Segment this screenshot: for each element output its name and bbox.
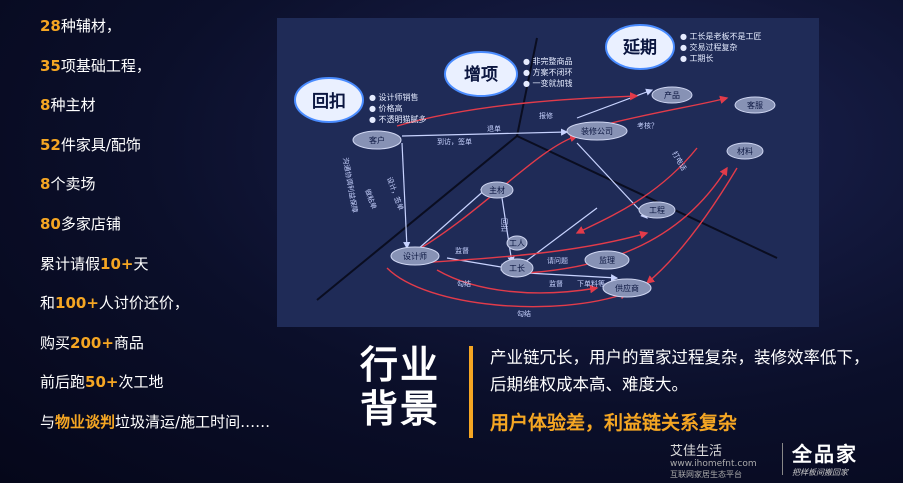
stat-item: 前后跑50+次工地 (40, 374, 320, 390)
stat-item: 累计请假10+天 (40, 256, 320, 272)
bubble-label-zengxiang: 增项 (464, 64, 498, 85)
stat-text: 个卖场 (50, 175, 96, 194)
stat-item: 和100+人讨价还价， (40, 295, 320, 311)
quanpinjia-logo: 全品家 把样板间搬回家 (792, 438, 902, 478)
edge-label-4: 沟通协调利益保障 (341, 157, 360, 214)
bubble-item-huikou-0: ● 设计师销售 (369, 92, 419, 102)
bubble-label-yanqi: 延期 (622, 37, 657, 58)
quanpinjia-logo-slogan: 把样板间搬回家 (792, 468, 848, 477)
stat-prefix: 和 (40, 294, 56, 313)
ihome-logo-name: 艾佳生活 (670, 444, 723, 459)
stat-number: 物业谈判 (55, 412, 116, 431)
bubble-item-zengxiang-1: ● 方案不闭环 (523, 67, 573, 77)
stat-number: 80 (40, 214, 61, 233)
stat-number: 50+ (85, 373, 119, 392)
quanpinjia-logo-name: 全品家 (792, 442, 858, 466)
node-label-4: 设计师 (403, 251, 427, 261)
stat-number: 28 (40, 17, 61, 35)
stat-text: 多家店铺 (60, 214, 121, 233)
stat-text: 种主材 (50, 96, 96, 115)
ihome-logo-url: www.ihomefnt.com (670, 459, 757, 469)
edge-label-7: 回扣 (500, 218, 509, 232)
node-label-2: 产品 (664, 90, 680, 100)
diagram-nodes (352, 86, 776, 298)
stat-item: 35项基础工程， (40, 58, 320, 74)
edge-label-11: 勾结 (517, 309, 531, 318)
stat-prefix: 前后跑 (40, 373, 86, 392)
bubble-item-zengxiang-0: ● 非完整商品 (523, 56, 573, 66)
edge-label-6: 设计，签单 (385, 176, 405, 212)
stat-text: 垃圾清运/施工时间…… (115, 412, 271, 431)
node-label-7: 供应商 (615, 283, 639, 293)
stat-item: 8种主材 (40, 97, 320, 113)
stat-prefix: 购买 (40, 333, 71, 352)
bubble-item-yanqi-0: ● 工长是老板不是工匠 (680, 31, 762, 41)
edge-label-13: 请问题 (547, 256, 568, 265)
white-edges (401, 88, 654, 282)
edge-label-1: 退单 (487, 124, 501, 133)
stat-number: 200+ (70, 333, 114, 352)
stat-item: 与物业谈判垃圾清运/施工时间…… (40, 414, 320, 430)
bubble-item-zengxiang-2: ● 一变就加钱 (523, 78, 573, 88)
node-label-6: 监理 (599, 255, 615, 265)
bubble-item-huikou-1: ● 价格高 (369, 103, 403, 113)
stat-text: 次工地 (118, 373, 164, 392)
bubble-zengxiang: 增项 ● 非完整商品 ● 方案不闭环 ● 一变就加钱 (444, 51, 573, 97)
relationship-diagram: 回扣 ● 设计师销售 ● 价格高 ● 不透明猫腻多 增项 ● 非完整商品 ● 方… (294, 24, 778, 318)
frame-lines (316, 37, 778, 301)
headline: 行业背景 (360, 343, 441, 431)
stat-number: 8 (40, 175, 51, 194)
stat-text: 商品 (113, 333, 144, 352)
stat-item: 80多家店铺 (40, 216, 320, 232)
node-label-3: 客服 (747, 100, 763, 110)
logo-divider (782, 443, 783, 475)
accent-divider (469, 346, 473, 438)
stat-number: 8 (40, 96, 51, 115)
stat-text: 种辅材， (60, 17, 121, 35)
node-label-5: 工长 (509, 263, 525, 273)
ihome-logo: 艾佳生活 www.ihomefnt.com 互联网家居生态平台 (670, 440, 780, 480)
bubble-item-yanqi-2: ● 工期长 (680, 53, 714, 63)
edge-label-9: 监督 (455, 246, 469, 255)
industry-diagram: 回扣 ● 设计师销售 ● 价格高 ● 不透明猫腻多 增项 ● 非完整商品 ● 方… (277, 18, 819, 327)
stat-number: 35 (40, 56, 61, 75)
stat-text: 件家具/配饰 (60, 135, 141, 154)
edge-label-3: 考核？ (637, 121, 658, 130)
background-paragraph: 产业链冗长，用户的置家过程复杂，装修效率低下，后期维权成本高、难度大。 (490, 348, 870, 394)
stat-item: 8个卖场 (40, 176, 320, 192)
node-label-10: 材料 (737, 146, 753, 156)
ihome-logo-slogan: 互联网家居生态平台 (670, 470, 742, 479)
bubble-item-huikou-2: ● 不透明猫腻多 (369, 114, 427, 124)
edge-label-0: 到访，签单 (437, 137, 472, 146)
node-label-8: 主材 (489, 185, 505, 195)
node-label-1: 装修公司 (581, 126, 613, 136)
edge-label-14: 监督 (549, 279, 563, 288)
stat-number: 10+ (100, 254, 134, 273)
node-label-9: 工程 (649, 206, 665, 215)
stat-number: 52 (40, 135, 61, 154)
bubble-item-yanqi-1: ● 交易过程复杂 (680, 42, 738, 52)
edge-label-10: 勾结 (457, 279, 471, 288)
stat-item: 28种辅材， (40, 18, 320, 34)
stat-text: 项基础工程， (60, 56, 151, 75)
node-label-0: 客户 (369, 135, 385, 145)
edge-label-12: 下单料等 (577, 279, 605, 288)
node-labels: 客户 装修公司 产品 客服 设计师 工长 监理 供应商 主材 工程 材料 工人 (369, 90, 763, 293)
stat-text: 人讨价还价， (98, 294, 189, 313)
edge-label-2: 报修 (539, 111, 553, 120)
stat-number: 100+ (55, 294, 99, 313)
bubble-huikou: 回扣 ● 设计师销售 ● 价格高 ● 不透明猫腻多 (294, 77, 427, 124)
node-label-11: 工人 (509, 239, 525, 248)
stat-text: 天 (133, 254, 149, 273)
stat-item: 52件家具/配饰 (40, 137, 320, 153)
bubble-label-huikou: 回扣 (312, 91, 346, 112)
conclusion-text: 用户体验差，利益链关系复杂 (490, 412, 738, 434)
edge-label-5: 做粘单 (363, 188, 379, 211)
bubble-yanqi: 延期 ● 工长是老板不是工匠 ● 交易过程复杂 ● 工期长 (605, 24, 762, 70)
stat-prefix: 与 (40, 412, 56, 431)
stat-prefix: 累计请假 (40, 254, 101, 273)
stat-item: 购买200+商品 (40, 335, 320, 351)
